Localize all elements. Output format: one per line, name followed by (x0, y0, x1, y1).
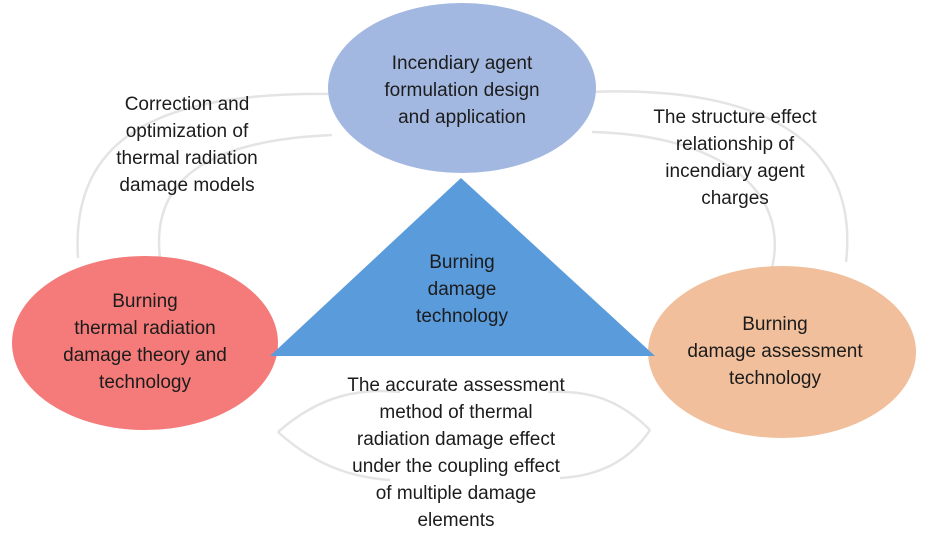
connector-bottom (277, 389, 652, 482)
link-bottom-line: method of thermal (379, 402, 533, 423)
link-bottom-line: radiation damage effect (356, 429, 556, 450)
link-top-left-line: optimization of (125, 121, 249, 142)
top-node-ellipse (328, 3, 596, 173)
link-top-right-line: incendiary agent (665, 161, 805, 182)
top-node-line: Incendiary agent (391, 53, 533, 74)
link-top-left-line: Correction and (124, 94, 250, 115)
center-node-line: damage (427, 279, 497, 300)
link-top-right-line: relationship of (675, 134, 795, 155)
center-node-line: technology (416, 306, 508, 327)
link-top-left-label: Correction and optimization of thermal r… (92, 91, 282, 199)
left-node-ellipse (12, 256, 278, 430)
left-node-line: thermal radiation (74, 318, 216, 339)
left-node-line: technology (99, 372, 191, 393)
link-bottom-line: under the coupling effect (352, 456, 560, 477)
link-bottom-line: of multiple damage (375, 483, 537, 504)
right-node-label: Burning damage assessment technology (670, 311, 880, 392)
connector-top-right (589, 90, 849, 269)
left-node-line: damage theory and (63, 345, 227, 366)
link-bottom-line: The accurate assessment (347, 375, 565, 396)
link-top-right-line: charges (701, 188, 769, 209)
link-top-right-label: The structure effect relationship of inc… (630, 104, 840, 212)
connector-top-left (76, 92, 333, 259)
top-node-line: formulation design (384, 80, 540, 101)
top-node-label: Incendiary agent formulation design and … (362, 50, 562, 131)
left-node-label: Burning thermal radiation damage theory … (40, 288, 250, 396)
left-node-line: Burning (112, 291, 178, 312)
link-top-left-line: thermal radiation (116, 148, 258, 169)
center-node-label: Burning damage technology (392, 249, 532, 330)
center-triangle (270, 178, 655, 356)
right-node-line: technology (729, 368, 821, 389)
link-bottom-line: elements (417, 510, 495, 531)
link-top-left-line: damage models (119, 175, 255, 196)
right-node-line: damage assessment (687, 341, 863, 362)
top-node-line: and application (398, 107, 526, 128)
right-node-line: Burning (742, 314, 808, 335)
link-top-right-line: The structure effect (653, 107, 817, 128)
link-bottom-label: The accurate assessment method of therma… (326, 372, 586, 534)
center-node-line: Burning (429, 252, 495, 273)
right-node-ellipse (648, 266, 916, 438)
